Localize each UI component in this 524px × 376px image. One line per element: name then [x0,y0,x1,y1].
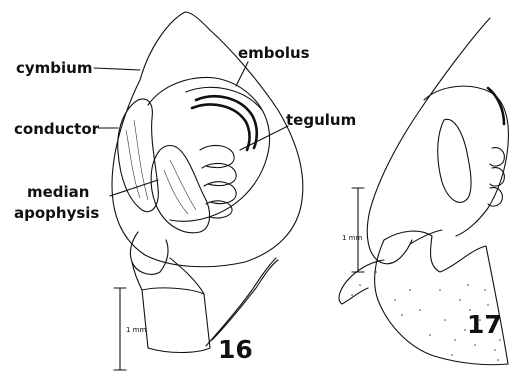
patella-segment [142,288,210,353]
label-tegulum: tegulum [286,111,356,129]
retrolateral-spur [410,230,442,244]
label-embolus: embolus [238,44,310,62]
embolus-leader [236,62,248,86]
scale-label-16: 1 mm [126,326,146,334]
tibia-outline [130,232,168,274]
label-median: median [27,183,89,201]
cymbium-leader [94,68,140,70]
label-apophysis: apophysis [14,204,99,222]
median-apophysis-leader [110,180,158,196]
bulb-17-outline [424,86,508,236]
conductor-17-shape [438,119,471,202]
scale-label-17: 1 mm [342,234,362,242]
label-conductor: conductor [14,120,100,138]
conductor-texture [126,120,148,200]
scale-bar-17 [352,188,364,272]
scale-bar-16 [114,288,126,370]
figure-16-palp [94,12,303,370]
tibial-apophysis [206,258,278,346]
embolus-coil-2 [192,104,250,150]
tegulum-lobes [200,145,236,218]
bulb-rim [148,77,270,221]
tibia-17-outline [375,231,508,365]
tegulum-leader [240,126,288,150]
figure-number-16: 16 [218,335,253,364]
label-cymbium: cymbium [16,59,93,77]
figure-number-17: 17 [467,310,502,339]
embolus-17-coil [488,88,504,124]
